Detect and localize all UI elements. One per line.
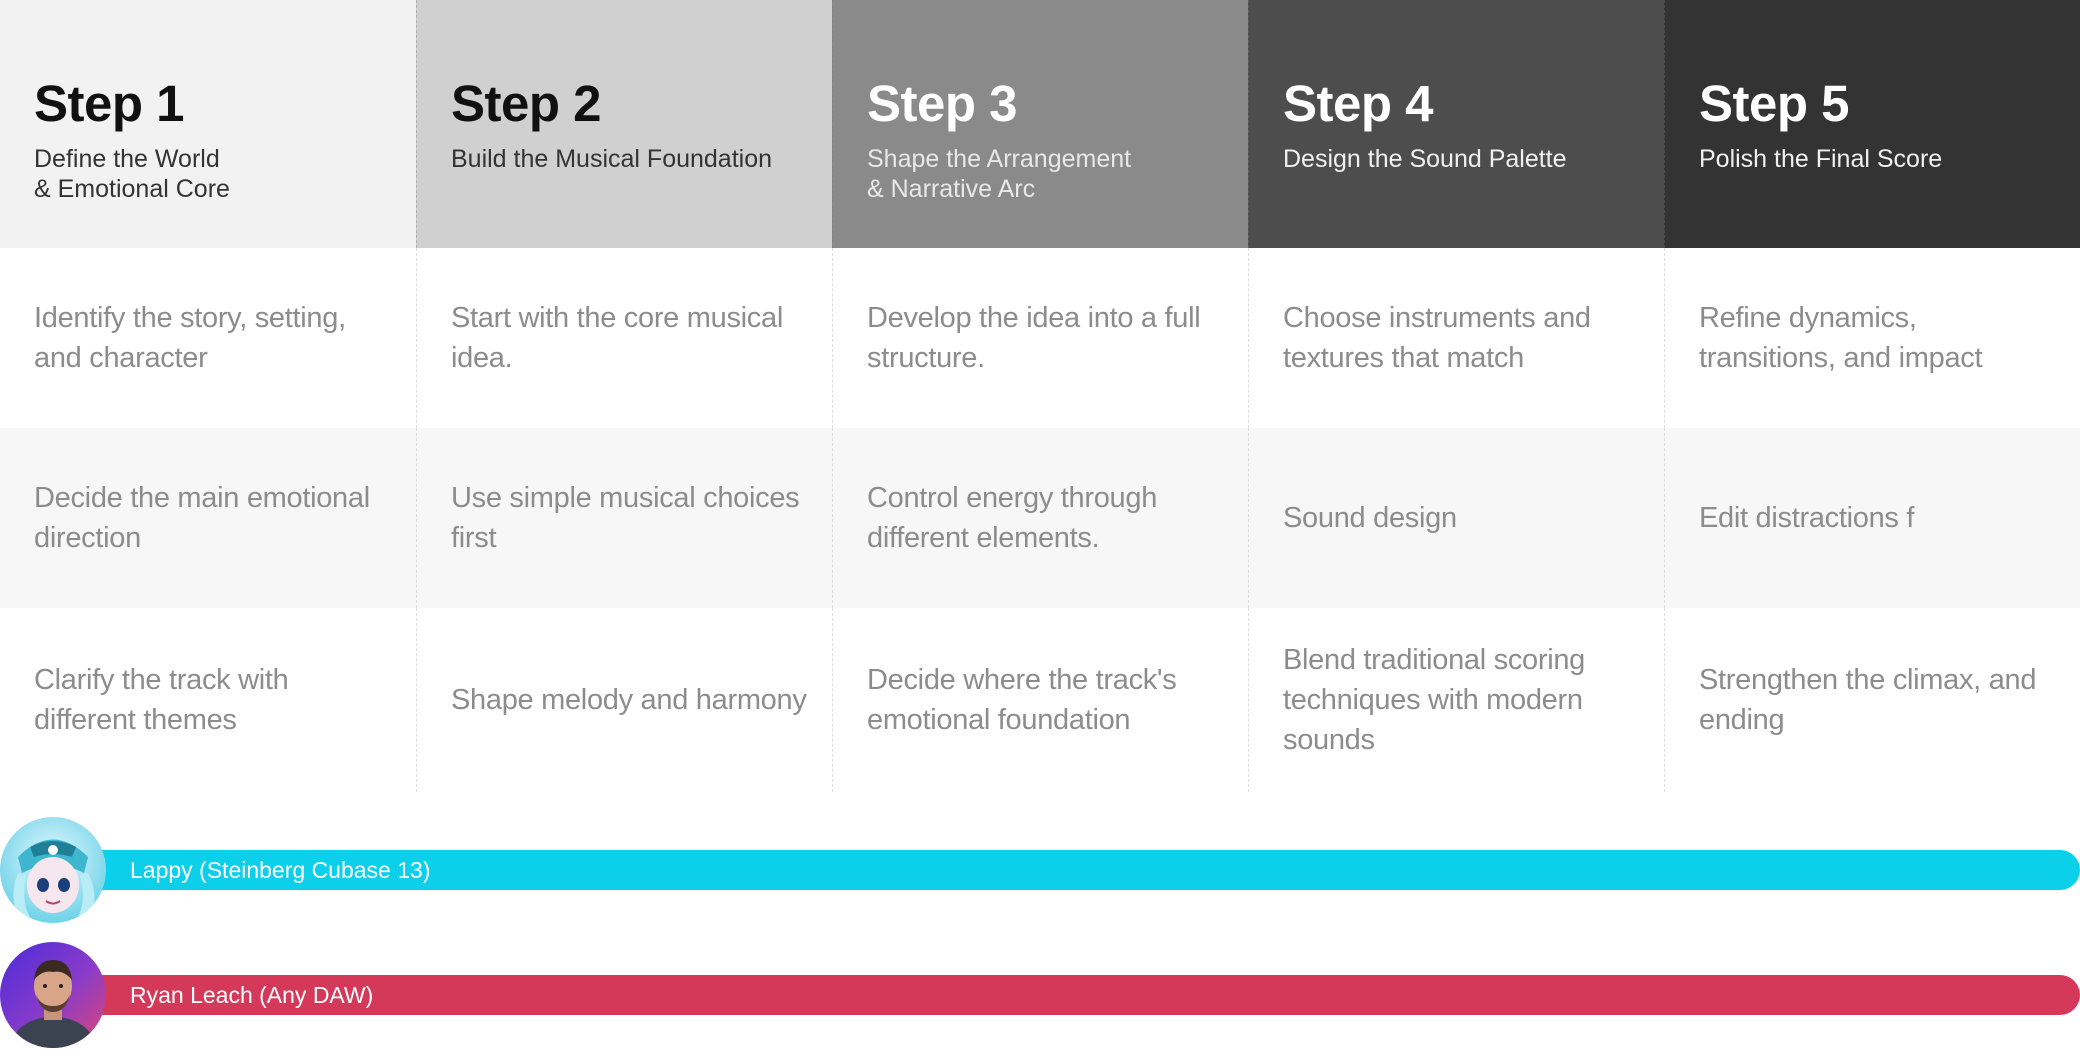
step-2-subtitle: Build the Musical Foundation xyxy=(451,145,773,173)
step-4-subtitle: Design the Sound Palette xyxy=(1283,145,1567,173)
step-5-title: Step 5 xyxy=(1699,75,1850,132)
step-4-task-3: Blend traditional scoring techniques wit… xyxy=(1248,608,1664,792)
step-4-task-1: Choose instruments and textures that mat… xyxy=(1248,248,1664,428)
step-3-task-2: Control energy through different element… xyxy=(832,428,1248,608)
step-1-task-2: Decide the main emotional direction xyxy=(0,428,416,608)
step-3-task-3: Decide where the track's emotional found… xyxy=(832,608,1248,792)
step-3-subtitle: Shape the Arrangement & Narrative Arc xyxy=(867,145,1132,203)
track-ryan-leach[interactable]: Ryan Leach (Any DAW) xyxy=(0,940,2080,1050)
step-4-task-2: Sound design xyxy=(1248,428,1664,608)
step-3-title: Step 3 xyxy=(867,75,1018,132)
step-2-title: Step 2 xyxy=(451,75,602,132)
step-3-task-1: Develop the idea into a full structure. xyxy=(832,248,1248,428)
track-ryan-leach-bar[interactable]: Ryan Leach (Any DAW) xyxy=(60,975,2080,1015)
track-lappy-bar[interactable]: Lappy (Steinberg Cubase 13) xyxy=(60,850,2080,890)
step-5-subtitle: Polish the Final Score xyxy=(1699,145,1943,173)
step-2-header: Step 2 Build the Musical Foundation xyxy=(416,0,832,248)
step-5-task-3: Strengthen the climax, and ending xyxy=(1664,608,2080,792)
anime-character-avatar xyxy=(0,817,106,923)
step-1-header: Step 1 Define the World & Emotional Core xyxy=(0,0,416,248)
step-4-header: Step 4 Design the Sound Palette xyxy=(1248,0,1664,248)
step-1-task-1: Identify the story, setting, and charact… xyxy=(34,302,346,374)
step-1-title: Step 1 xyxy=(34,75,185,132)
step-2-task-2: Use simple musical choices first xyxy=(416,428,832,608)
person-photo-avatar xyxy=(0,942,106,1048)
step-5-header: Step 5 Polish the Final Score xyxy=(1664,0,2080,248)
steps-grid: Step 1 Define the World & Emotional Core… xyxy=(0,0,2080,792)
track-lappy[interactable]: Lappy (Steinberg Cubase 13) xyxy=(0,815,2080,925)
step-3-header: Step 3 Shape the Arrangement & Narrative… xyxy=(832,0,1248,248)
track-lappy-label: Lappy (Steinberg Cubase 13) xyxy=(130,856,431,883)
step-5-task-1: Refine dynamics, transitions, and impact xyxy=(1664,248,2080,428)
step-2-task-3: Shape melody and harmony xyxy=(416,608,832,792)
step-2-task-1: Start with the core musical idea. xyxy=(416,248,832,428)
track-ryan-leach-label: Ryan Leach (Any DAW) xyxy=(130,981,374,1008)
step-4-title: Step 4 xyxy=(1283,75,1434,132)
step-5-task-2: Edit distractions f xyxy=(1664,428,2080,608)
step-1-subtitle: Define the World & Emotional Core xyxy=(34,145,230,203)
step-1-task-3: Clarify the track with different themes xyxy=(34,664,289,736)
